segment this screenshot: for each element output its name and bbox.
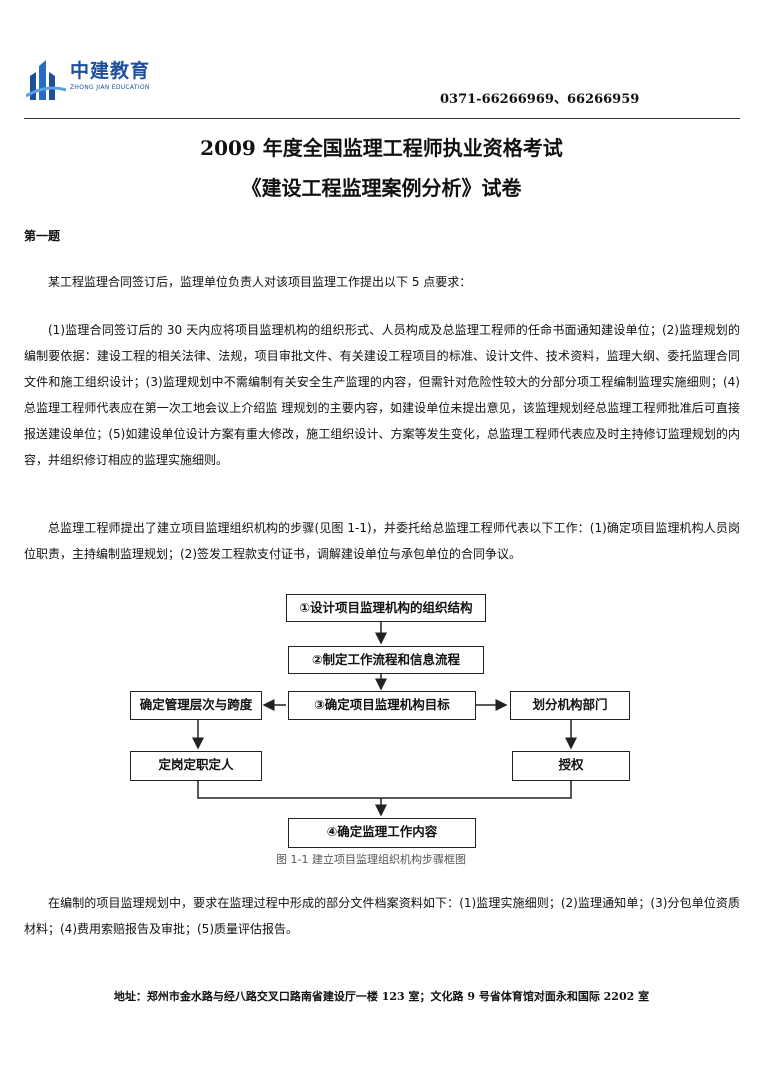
flowchart-left-bottom: 定岗定职定人 bbox=[130, 751, 262, 781]
flowchart-right-top: 划分机构部门 bbox=[510, 691, 630, 720]
paragraph-requirements: (1)监理合同签订后的 30 天内应将项目监理机构的组织形式、人员构成及总监理工… bbox=[24, 323, 740, 467]
paragraph-steps: 总监理工程师提出了建立项目监理组织机构的步骤(见图 1-1)，并委托给总监理工程… bbox=[24, 521, 740, 561]
logo-chinese-text: 中建教育 bbox=[70, 60, 151, 82]
flowchart-figure: ①设计项目监理机构的组织结构 ②制定工作流程和信息流程 ③确定项目监理机构目标 … bbox=[126, 588, 646, 870]
document-subtitle: 《建设工程监理案例分析》试卷 bbox=[241, 176, 522, 200]
paragraph-intro: 某工程监理合同签订后，监理单位负责人对该项目监理工作提出以下 5 点要求： bbox=[48, 275, 472, 289]
flowchart-connectors bbox=[192, 621, 577, 817]
figure-caption: 图 1-1 建立项目监理组织机构步骤框图 bbox=[276, 853, 466, 866]
document-title: 2009 年度全国监理工程师执业资格考试 bbox=[200, 136, 563, 160]
flowchart-right-bottom: 授权 bbox=[512, 751, 630, 781]
logo-english-text: ZHONG JIAN EDUCATION bbox=[70, 84, 150, 91]
paragraph-documents: 在编制的项目监理规划中，要求在监理过程中形成的部分文件档案资料如下：(1)监理实… bbox=[24, 896, 740, 936]
flowchart-step-4: ④确定监理工作内容 bbox=[288, 818, 476, 848]
header-divider bbox=[24, 118, 740, 119]
company-logo: 中建教育 ZHONG JIAN EDUCATION bbox=[26, 56, 156, 102]
section-heading: 第一题 bbox=[24, 229, 61, 243]
footer-address: 地址：郑州市金水路与经八路交叉口路南省建设厅一楼 123 室；文化路 9 号省体… bbox=[113, 990, 650, 1003]
flowchart-step-1: ①设计项目监理机构的组织结构 bbox=[286, 594, 486, 622]
logo-building-icon bbox=[26, 60, 66, 100]
flowchart-step-3: ③确定项目监理机构目标 bbox=[288, 691, 476, 720]
phone-number: 0371-66266969、66266959 bbox=[440, 92, 640, 107]
flowchart-left-top: 确定管理层次与跨度 bbox=[130, 691, 262, 720]
flowchart-step-2: ②制定工作流程和信息流程 bbox=[288, 646, 484, 674]
